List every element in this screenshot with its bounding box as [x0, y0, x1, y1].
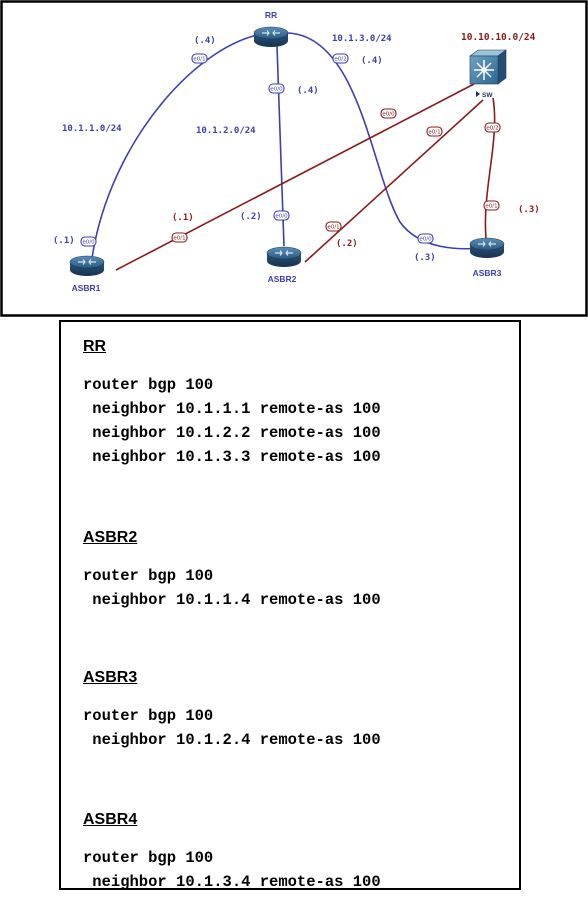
layer3-switch-icon [469, 49, 507, 85]
config-line: neighbor 10.1.1.4 remote-as 100 [83, 591, 381, 609]
network-topology-diagram: RR ASBR1 ASBR2 ASBR3 SW 10.1.1.0/24 10.1… [0, 0, 588, 317]
svg-text:e0/0: e0/0 [270, 87, 283, 93]
config-section-asbr2: ASBR2 router bgp 100 neighbor 10.1.1.4 r… [83, 528, 381, 612]
config-line: router bgp 100 [83, 376, 214, 394]
config-line: router bgp 100 [83, 707, 214, 725]
router-icon [253, 26, 289, 48]
svg-text:e0/0: e0/0 [419, 237, 432, 243]
router-asbr3 [469, 237, 505, 259]
bgp-config-panel: RR router bgp 100 neighbor 10.1.1.1 remo… [59, 320, 521, 891]
config-section-asbr4: ASBR4 router bgp 100 neighbor 10.1.3.4 r… [83, 810, 381, 894]
router-asbr2-label: ASBR2 [268, 274, 297, 284]
interface-tag-rr-e01: e0/1 [191, 53, 208, 64]
interface-tag-rr-e02: e0/2 [332, 53, 349, 64]
config-line: neighbor 10.1.2.4 remote-as 100 [83, 731, 381, 749]
interface-tag-sw-e02: e0/2 [484, 122, 501, 133]
config-heading-asbr2: ASBR2 [83, 529, 138, 546]
router-asbr3-label: ASBR3 [473, 268, 502, 278]
router-rr [253, 26, 289, 48]
svg-text:e0/1: e0/1 [327, 225, 339, 231]
host-id-asbr3-e00: (.3) [414, 253, 436, 263]
network-label-10-10-10-0: 10.10.10.0/24 [461, 32, 536, 43]
router-asbr1-label: ASBR1 [72, 283, 101, 293]
config-heading-asbr3: ASBR3 [83, 669, 138, 686]
config-line: router bgp 100 [83, 849, 214, 867]
config-line: neighbor 10.1.2.2 remote-as 100 [83, 424, 381, 442]
host-id-asbr2-e00: (.2) [240, 212, 262, 222]
router-asbr1 [69, 255, 105, 277]
host-id-asbr3-e01: (.3) [518, 205, 540, 215]
link-asbr3-sw [484, 97, 496, 239]
config-section-asbr3: ASBR3 router bgp 100 neighbor 10.1.2.4 r… [83, 668, 381, 752]
layer3-switch: SW [469, 49, 507, 99]
host-id-rr-e00: (.4) [297, 86, 319, 96]
config-line: router bgp 100 [83, 567, 214, 585]
config-section-rr: RR router bgp 100 neighbor 10.1.1.1 remo… [83, 337, 381, 469]
router-icon [266, 246, 302, 268]
config-heading-asbr4: ASBR4 [83, 811, 138, 828]
interface-tag-sw-e00: e0/0 [380, 108, 397, 119]
interface-tag-asbr2-e01: e0/1 [325, 221, 342, 232]
interface-tag-asbr2-e00: e0/0 [273, 210, 290, 221]
interface-tag-asbr1-e01: e0/1 [171, 232, 188, 243]
host-id-asbr1-e01: (.1) [172, 213, 194, 223]
host-id-asbr2-e01: (.2) [336, 239, 358, 249]
network-label-10-1-1-0: 10.1.1.0/24 [62, 124, 122, 134]
svg-text:e0/2: e0/2 [486, 126, 498, 132]
interface-tag-sw-e01: e0/1 [426, 126, 443, 137]
network-label-10-1-2-0: 10.1.2.0/24 [196, 126, 256, 136]
svg-text:e0/1: e0/1 [428, 130, 440, 136]
router-rr-label: RR [265, 10, 277, 20]
svg-text:e0/1: e0/1 [193, 57, 205, 63]
svg-text:e0/2: e0/2 [334, 57, 346, 63]
router-icon [469, 237, 505, 259]
svg-text:e0/1: e0/1 [485, 204, 497, 210]
link-asbr2-sw [304, 99, 484, 263]
host-id-asbr1-e00: (.1) [53, 236, 75, 246]
link-rr-asbr3 [286, 32, 483, 250]
svg-text:e0/0: e0/0 [382, 112, 395, 118]
config-line: neighbor 10.1.1.1 remote-as 100 [83, 400, 381, 418]
router-icon [69, 255, 105, 277]
interface-tag-rr-e00: e0/0 [268, 83, 285, 94]
host-id-rr-e02: (.4) [361, 56, 383, 66]
switch-label: SW [482, 92, 493, 99]
interface-tag-asbr3-e01: e0/1 [483, 200, 500, 211]
router-asbr2 [266, 246, 302, 268]
config-line: neighbor 10.1.3.3 remote-as 100 [83, 448, 381, 466]
config-heading-rr: RR [83, 338, 107, 355]
svg-text:e0/1: e0/1 [173, 236, 185, 242]
interface-tag-asbr1-e00: e0/0 [80, 236, 97, 247]
svg-text:e0/0: e0/0 [275, 214, 288, 220]
host-id-rr-e01: (.4) [194, 36, 216, 46]
network-label-10-1-3-0: 10.1.3.0/24 [332, 34, 392, 44]
config-line: neighbor 10.1.3.4 remote-as 100 [83, 873, 381, 891]
interface-tag-asbr3-e00: e0/0 [417, 233, 434, 244]
svg-text:e0/0: e0/0 [82, 240, 95, 246]
link-rr-asbr1 [91, 32, 270, 259]
